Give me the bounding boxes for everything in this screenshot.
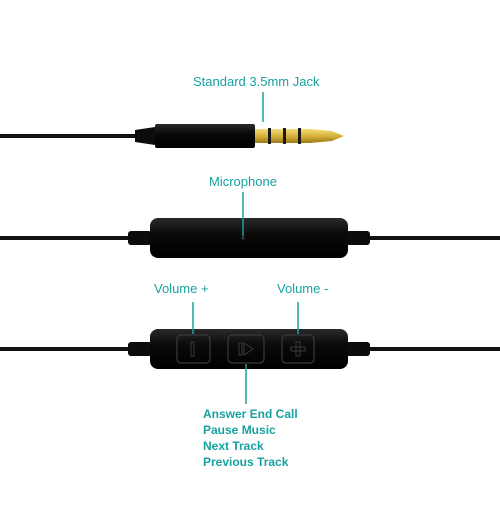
- mic-cable-left: [0, 236, 130, 240]
- jack-plug-tip: [310, 129, 344, 143]
- remote-button-volume-plus[interactable]: [176, 334, 211, 364]
- jack-housing: [155, 124, 255, 148]
- minus-bar-icon: [190, 341, 195, 357]
- volume-minus-label: Volume -: [277, 281, 329, 296]
- mic-hole-icon: [241, 236, 245, 240]
- microphone-assembly: [0, 218, 500, 258]
- multifunction-label-line: Previous Track: [203, 455, 289, 469]
- jack-label: Standard 3.5mm Jack: [193, 74, 320, 89]
- remote-cable-right: [370, 347, 500, 351]
- multifunction-label-group: Answer End Call Pause Music Next Track P…: [203, 406, 298, 470]
- jack-cable: [0, 134, 135, 138]
- remote-strain-relief-left: [128, 342, 152, 356]
- microphone-label: Microphone: [209, 174, 277, 189]
- mic-strain-relief-right: [346, 231, 370, 245]
- jack-ring-2: [283, 128, 286, 144]
- remote-button-volume-minus[interactable]: [281, 334, 315, 364]
- remote-strain-relief-right: [346, 342, 370, 356]
- multifunction-label-line: Next Track: [203, 439, 264, 453]
- jack-ring-3: [298, 128, 301, 144]
- multifunction-label-line: Answer End Call: [203, 407, 298, 421]
- jack-strain-relief: [135, 127, 155, 145]
- jack-ring-1: [268, 128, 271, 144]
- remote-housing: [150, 329, 348, 369]
- volume-plus-label: Volume +: [154, 281, 209, 296]
- remote-cable-left: [0, 347, 130, 351]
- multifunction-icon: [238, 342, 254, 356]
- plus-icon: [290, 341, 306, 357]
- jack-plug-sleeve: [255, 129, 310, 143]
- jack-assembly: [0, 124, 344, 148]
- mic-strain-relief-left: [128, 231, 152, 245]
- remote-button-multifunction[interactable]: [227, 334, 265, 364]
- mic-housing: [150, 218, 348, 258]
- remote-assembly: [0, 329, 500, 369]
- mic-cable-right: [370, 236, 500, 240]
- multifunction-label-line: Pause Music: [203, 423, 276, 437]
